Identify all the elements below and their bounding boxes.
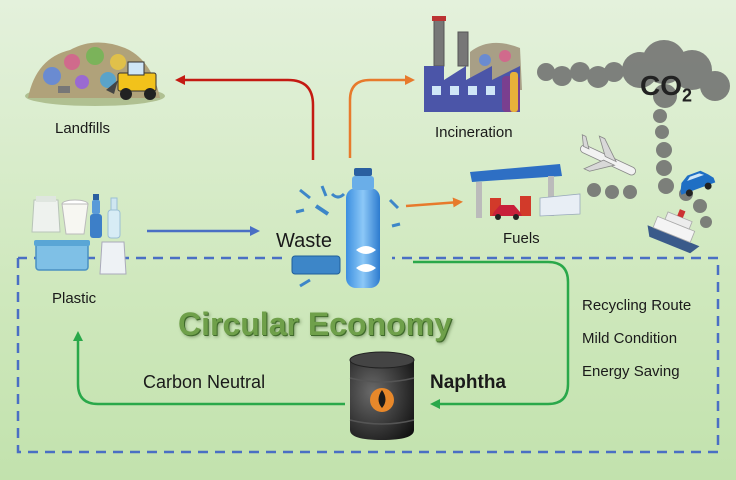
co2-label: CO2 <box>640 70 692 107</box>
smoke-trail <box>537 40 730 228</box>
landfill-illustration <box>25 42 165 106</box>
oil-barrel-illustration <box>349 351 415 440</box>
arrow-waste-to-incineration <box>348 75 415 158</box>
dashed-frame <box>16 256 720 454</box>
fuel-station-illustration <box>470 164 581 220</box>
landfills-label: Landfills <box>55 120 111 137</box>
co2-subscript: 2 <box>682 85 693 106</box>
plastic-label: Plastic <box>52 290 97 307</box>
arrow-waste-to-naphtha <box>413 260 570 409</box>
naphtha-label: Naphtha <box>430 372 506 393</box>
arrow-naphtha-to-plastic <box>73 331 345 406</box>
circular-economy-title: Circular Economy <box>178 306 452 342</box>
benefit-recycling-route: Recycling Route <box>582 297 692 314</box>
fuels-label: Fuels <box>503 230 540 247</box>
benefit-mild-condition: Mild Condition <box>582 330 678 347</box>
arrow-waste-to-fuels <box>405 197 463 208</box>
co2-text: CO <box>640 70 682 101</box>
carbon-neutral-label: Carbon Neutral <box>143 372 266 392</box>
plastic-items-illustration <box>31 194 127 275</box>
benefit-energy-saving: Energy Saving <box>582 363 680 380</box>
arrow-waste-to-landfills <box>175 75 315 160</box>
airplane-icon <box>580 134 636 176</box>
incineration-plant-illustration <box>424 16 522 112</box>
waste-label: Waste <box>276 230 332 252</box>
waste-illustration <box>291 168 401 288</box>
incineration-label: Incineration <box>435 124 513 141</box>
car-icon <box>680 170 716 197</box>
ship-icon <box>647 209 700 254</box>
